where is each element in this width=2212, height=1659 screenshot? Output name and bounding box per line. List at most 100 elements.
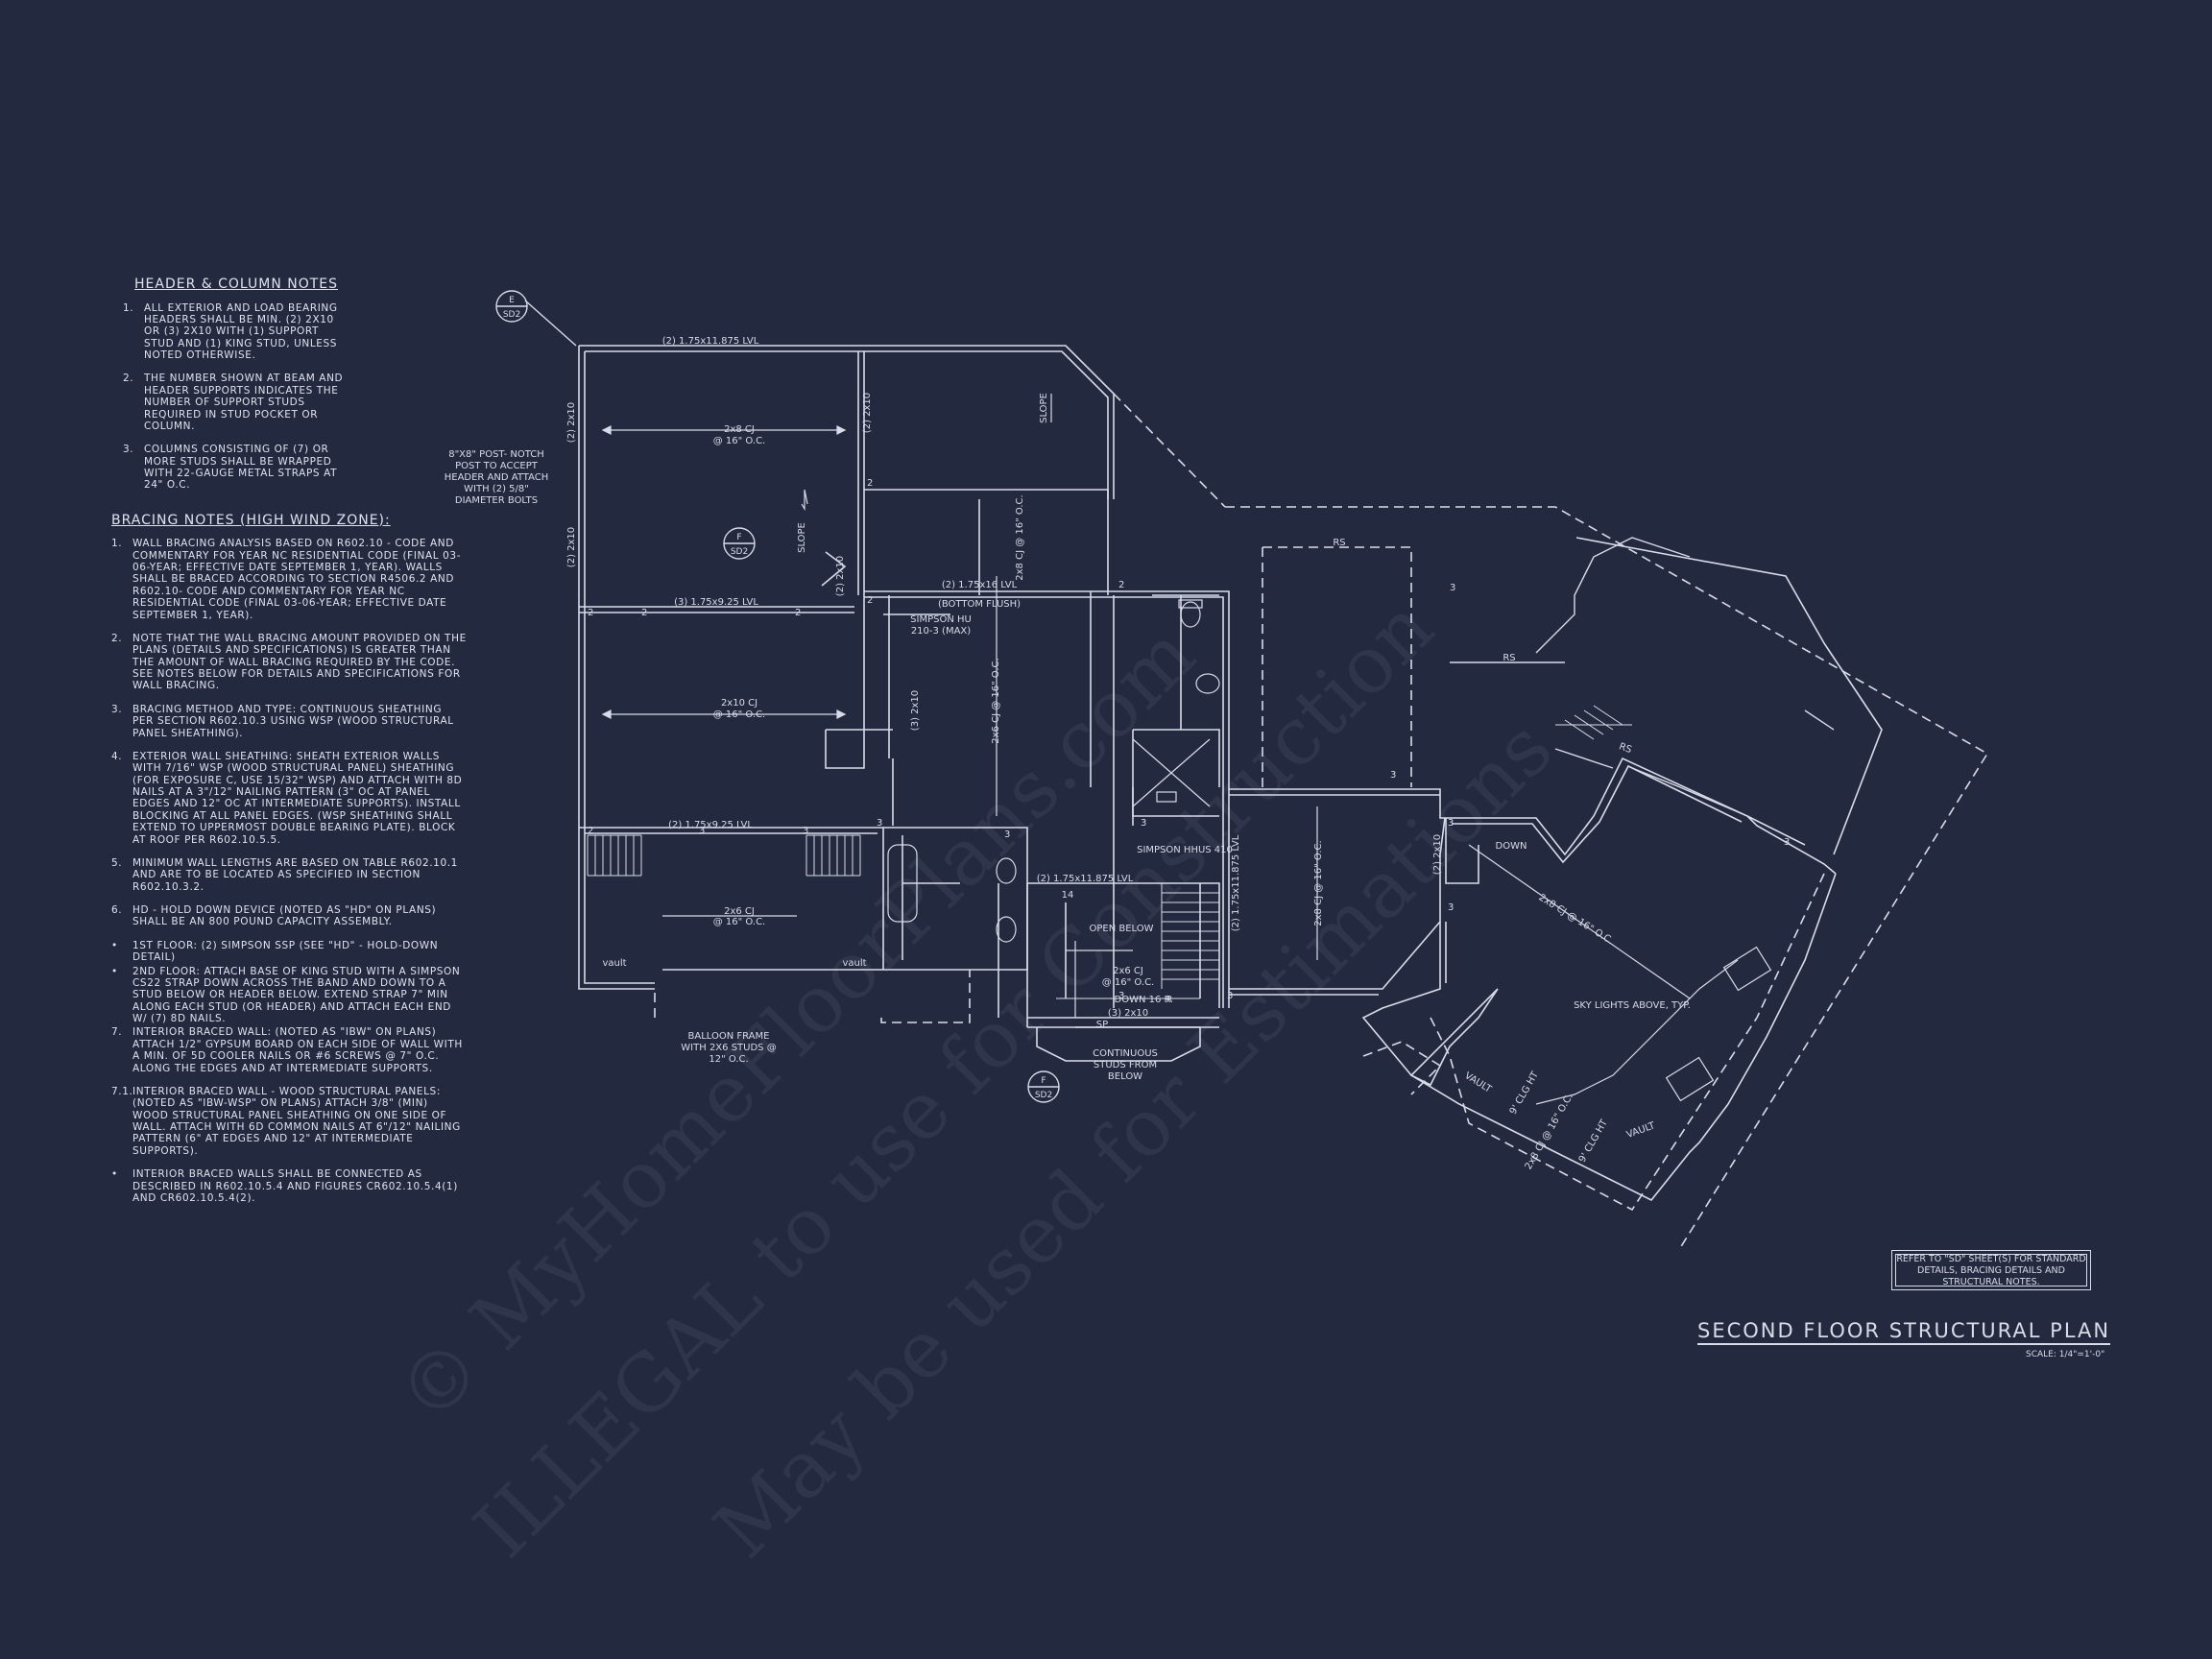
header-notes-title: HEADER & COLUMN NOTES [134,276,339,292]
bracing-note-item-text: HD - HOLD DOWN DEVICE (NOTED AS "HD" ON … [132,904,437,928]
bracing-note-item-number: 7. [111,1026,123,1039]
stud-count-label: 2 [641,608,647,618]
label-header-3-2x10: (3) 2x10 [1108,1008,1148,1019]
label-14: 14 [1062,890,1074,901]
continuous-box: CONTINUOUS STUDS FROM BELOW [1093,1048,1158,1082]
bracing-note-item-text: 2ND FLOOR: ATTACH BASE OF KING STUD WITH… [132,965,461,1025]
label-slope-2: SLOPE [1039,393,1049,423]
stud-count-label: 3 [699,826,705,836]
stud-count-label: 2 [588,608,593,618]
header-note-item-number: 3. [123,444,134,456]
label-header-2x10-d: (2) 2x10 [835,556,846,596]
label-cj-1: 2x8 CJ [724,424,755,435]
label-vault-4: VAULT [1625,1120,1657,1141]
label-cj-angled-2: 2x8 CJ @ 16" O.C. [1524,1092,1575,1171]
bracing-note-item-number: • [111,965,118,977]
bracing-notes-title: BRACING NOTES (HIGH WIND ZONE): [111,512,391,528]
stud-count-label: 2 [588,826,593,836]
label-lvl-mid: (3) 1.75x9.25 LVL [674,597,758,608]
bracing-note-item-text: MINIMUM WALL LENGTHS ARE BASED ON TABLE … [132,856,458,893]
label-rs-3: RS [1618,741,1633,756]
balloon-box: BALLOON FRAME WITH 2x6 STUDS @ 12" O.C. [681,1031,777,1065]
label-cj-vert-1: 2x6 CJ @ 16" O.C. [991,658,1001,743]
label-balloon: BALLOON FRAME WITH 2x6 STUDS @ 12" O.C. [681,1031,777,1065]
label-header-2x10-b: (2) 2x10 [566,527,577,567]
bracing-note-item-number: • [111,1168,118,1181]
bracing-note-item: 2.NOTE THAT THE WALL BRACING AMOUNT PROV… [111,633,467,692]
simpson-hu-box: SIMPSON HU 210-3 (MAX) [910,614,972,637]
bracing-note-item-number: 4. [111,750,123,762]
bracing-note-item: • INTERIOR BRACED WALLS SHALL BE CONNECTE… [111,1168,467,1204]
label-bottom-flush: (BOTTOM FLUSH) [938,599,1021,610]
sheet-title: SECOND FLOOR STRUCTURAL PLAN [1697,1319,2111,1345]
bracing-note-item: 6.HD - HOLD DOWN DEVICE (NOTED AS "HD" O… [111,904,467,928]
bracing-note-item-text: INTERIOR BRACED WALLS SHALL BE CONNECTED… [132,1168,458,1204]
marker-e-letter: E [509,296,515,305]
stud-count-label: 2 [867,595,873,606]
label-header-3-2x10-v: (3) 2x10 [910,690,921,731]
stud-count-label: 3 [877,818,882,829]
stud-count-label: 3 [1448,902,1454,913]
room-inner-walls [821,499,1220,1018]
notes-panel: HEADER & COLUMN NOTES 1.ALL EXTERIOR AND… [111,276,467,1206]
label-rs-1: RS [1333,538,1345,548]
label-lvl-stair: (2) 1.75x11.875 LVL [1037,874,1134,884]
stud-count-label: 3 [1448,818,1454,829]
stud-count-label: 2 [867,478,873,489]
label-open-below: OPEN BELOW [1089,924,1153,934]
label-cj-right: 2x8 CJ @ 16" O.C. [1313,840,1324,926]
label-r: R [1166,995,1173,1005]
section-markers [495,290,1060,1103]
sheet-scale: SCALE: 1/4"=1'-0" [2026,1350,2105,1359]
bracing-note-item: 1.WALL BRACING ANALYSIS BASED ON R602.10… [111,538,467,621]
label-cj-1b: @ 16" O.C. [713,436,766,446]
header-column-notes: HEADER & COLUMN NOTES 1.ALL EXTERIOR AND… [123,276,344,492]
bracing-note-item-number: 3. [111,703,123,715]
stud-count-label: 3 [1118,991,1124,1001]
marker-f-sheet: SD2 [731,547,748,557]
post-note-box: 8"x8" POST- NOTCH POST TO ACCEPT HEADER … [445,449,549,506]
stair-treads [587,705,1632,999]
stud-count-label: 2 [795,608,801,618]
reference-box: REFER TO "SD" SHEET(S) FOR STANDARD DETA… [1891,1250,2091,1290]
label-cj-3b: @ 16" O.C. [713,917,766,927]
label-cj-2: 2x10 CJ [721,698,757,709]
bracing-notes: BRACING NOTES (HIGH WIND ZONE): 1.WALL B… [111,513,467,1205]
stud-count-label: 3 [1390,770,1396,781]
bracing-note-item: 7.INTERIOR BRACED WALL: (NOTED AS "IBW" … [111,1026,467,1074]
post-note: 8"x8" POST- NOTCH POST TO ACCEPT HEADER … [445,449,1158,1082]
marker-f2-letter: F [1041,1076,1046,1086]
bracing-note-item-number: 1. [111,538,123,550]
label-cj-angled: 2x8 CJ @ 16" O.C. [1536,893,1615,948]
label-clg-ht-1: 9' CLG HT [1508,1070,1542,1117]
label-cj-4: 2x6 CJ [1113,966,1143,976]
bracing-notes-list: 1.WALL BRACING ANALYSIS BASED ON R602.10… [111,538,467,1204]
bracing-note-item-text: INTERIOR BRACED WALL - WOOD STRUCTURAL P… [132,1085,461,1157]
bracing-note-item-text: EXTERIOR WALL SHEATHING: SHEATH EXTERIOR… [132,750,463,846]
bracing-note-item-text: 1ST FLOOR: (2) SIMPSON SSP (SEE "HD" - H… [132,939,439,964]
header-note-item: 1.ALL EXTERIOR AND LOAD BEARING HEADERS … [123,302,344,362]
stud-count-label: 2 [1118,580,1124,590]
marker-e-sheet: SD2 [503,310,520,320]
label-vault-2: vault [842,958,866,969]
label-simpson-hhus: SIMPSON HHUS 410 [1137,845,1233,855]
header-note-item-text: ALL EXTERIOR AND LOAD BEARING HEADERS SH… [144,301,338,362]
label-header-2x10-a: (2) 2x10 [566,402,577,443]
bracing-note-item-number: 5. [111,856,123,869]
header-note-item: 3.COLUMNS CONSISTING OF (7) OR MORE STUD… [123,444,344,492]
bracing-note-item-text: BRACING METHOD AND TYPE: CONTINUOUS SHEA… [132,703,454,739]
section-marker-text: E SD2 F SD2 F SD2 [503,296,1052,1100]
label-vault-1: vault [602,958,626,969]
marker-f-letter: F [736,533,741,542]
dimension-arrows [601,394,1772,1105]
header-notes-list: 1.ALL EXTERIOR AND LOAD BEARING HEADERS … [123,302,344,492]
label-skylights: SKY LIGHTS ABOVE, TYP. [1574,1000,1691,1011]
stud-count-label: 3 [803,826,808,836]
bracing-note-item: 5. MINIMUM WALL LENGTHS ARE BASED ON TABL… [111,857,467,893]
label-header-2x10-c: (2) 2x10 [862,393,873,433]
bracing-note-item-text: NOTE THAT THE WALL BRACING AMOUNT PROVID… [132,632,467,692]
bracing-note-item: • 2ND FLOOR: ATTACH BASE OF KING STUD WIT… [111,966,467,1025]
bracing-note-item: 7.1.INTERIOR BRACED WALL - WOOD STRUCTUR… [111,1086,467,1157]
